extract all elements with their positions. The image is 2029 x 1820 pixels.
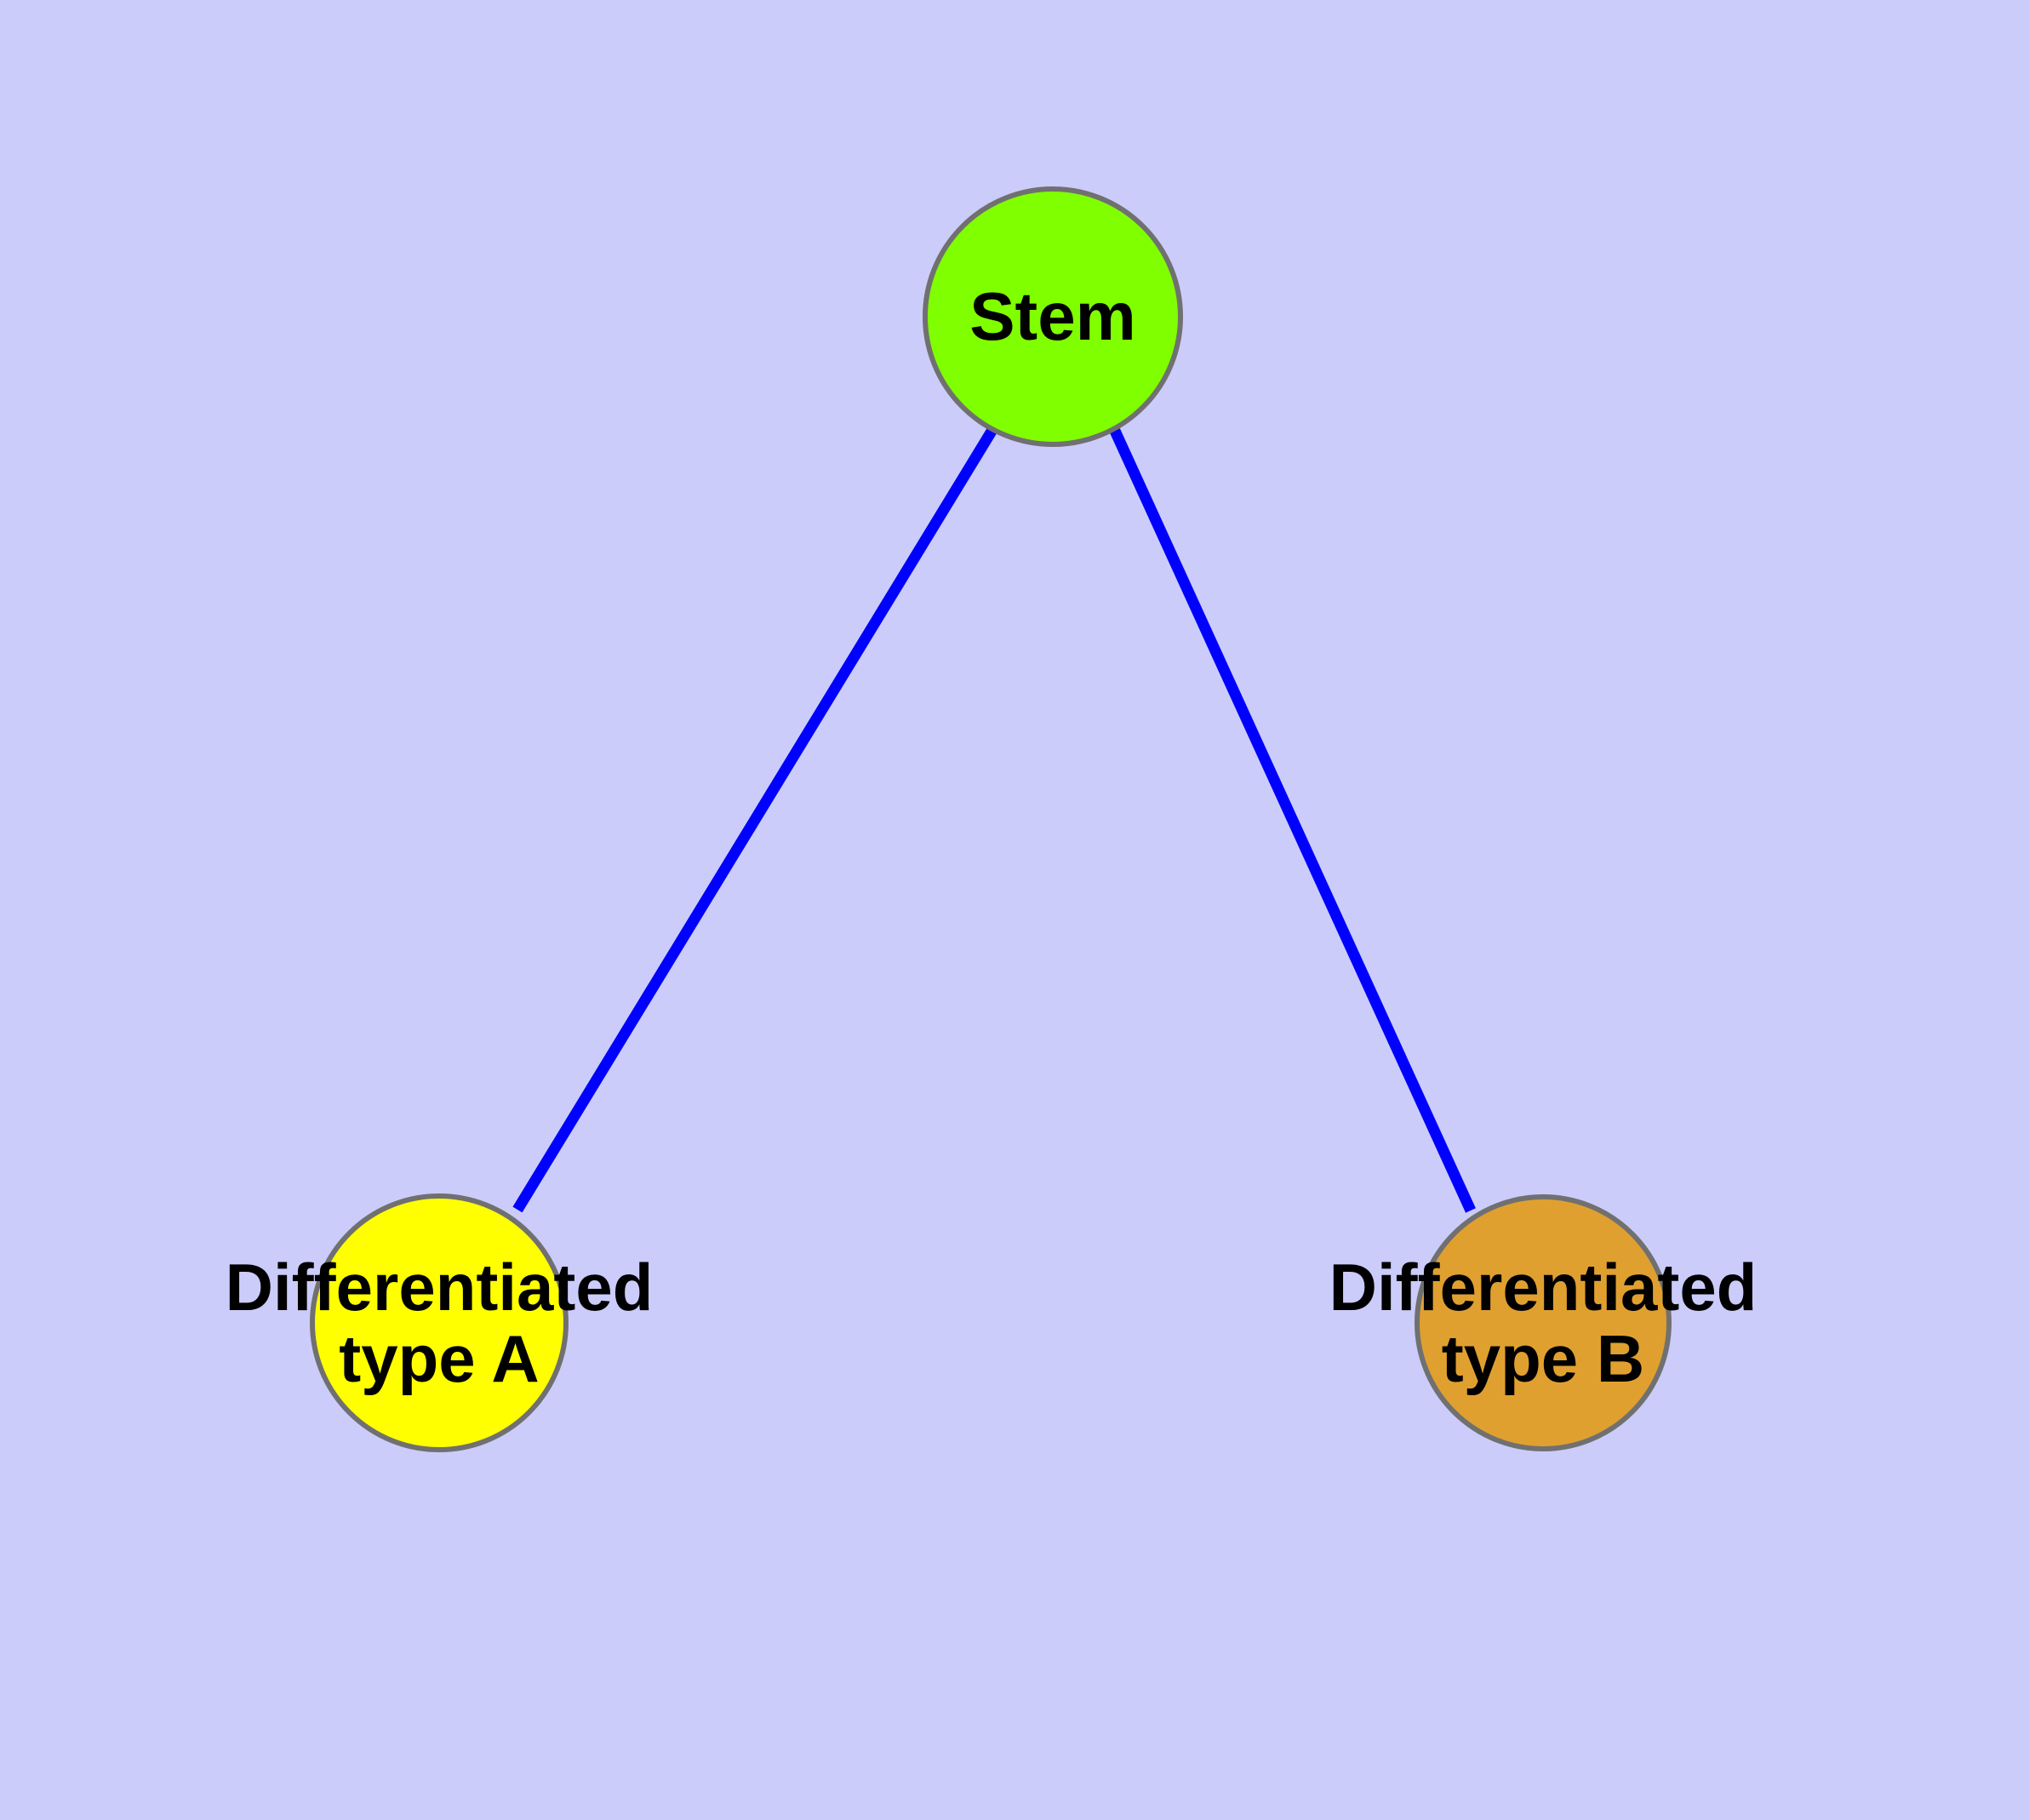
node-differentiated-type-a[interactable] — [310, 1193, 569, 1452]
edge-stem-to-type-a[interactable] — [512, 426, 997, 1213]
node-differentiated-type-b[interactable] — [1415, 1194, 1672, 1451]
edge-layer — [512, 426, 1476, 1213]
edge-stem-to-type-b[interactable] — [1110, 428, 1476, 1213]
node-layer — [310, 186, 1672, 1452]
node-stem[interactable] — [923, 186, 1183, 447]
